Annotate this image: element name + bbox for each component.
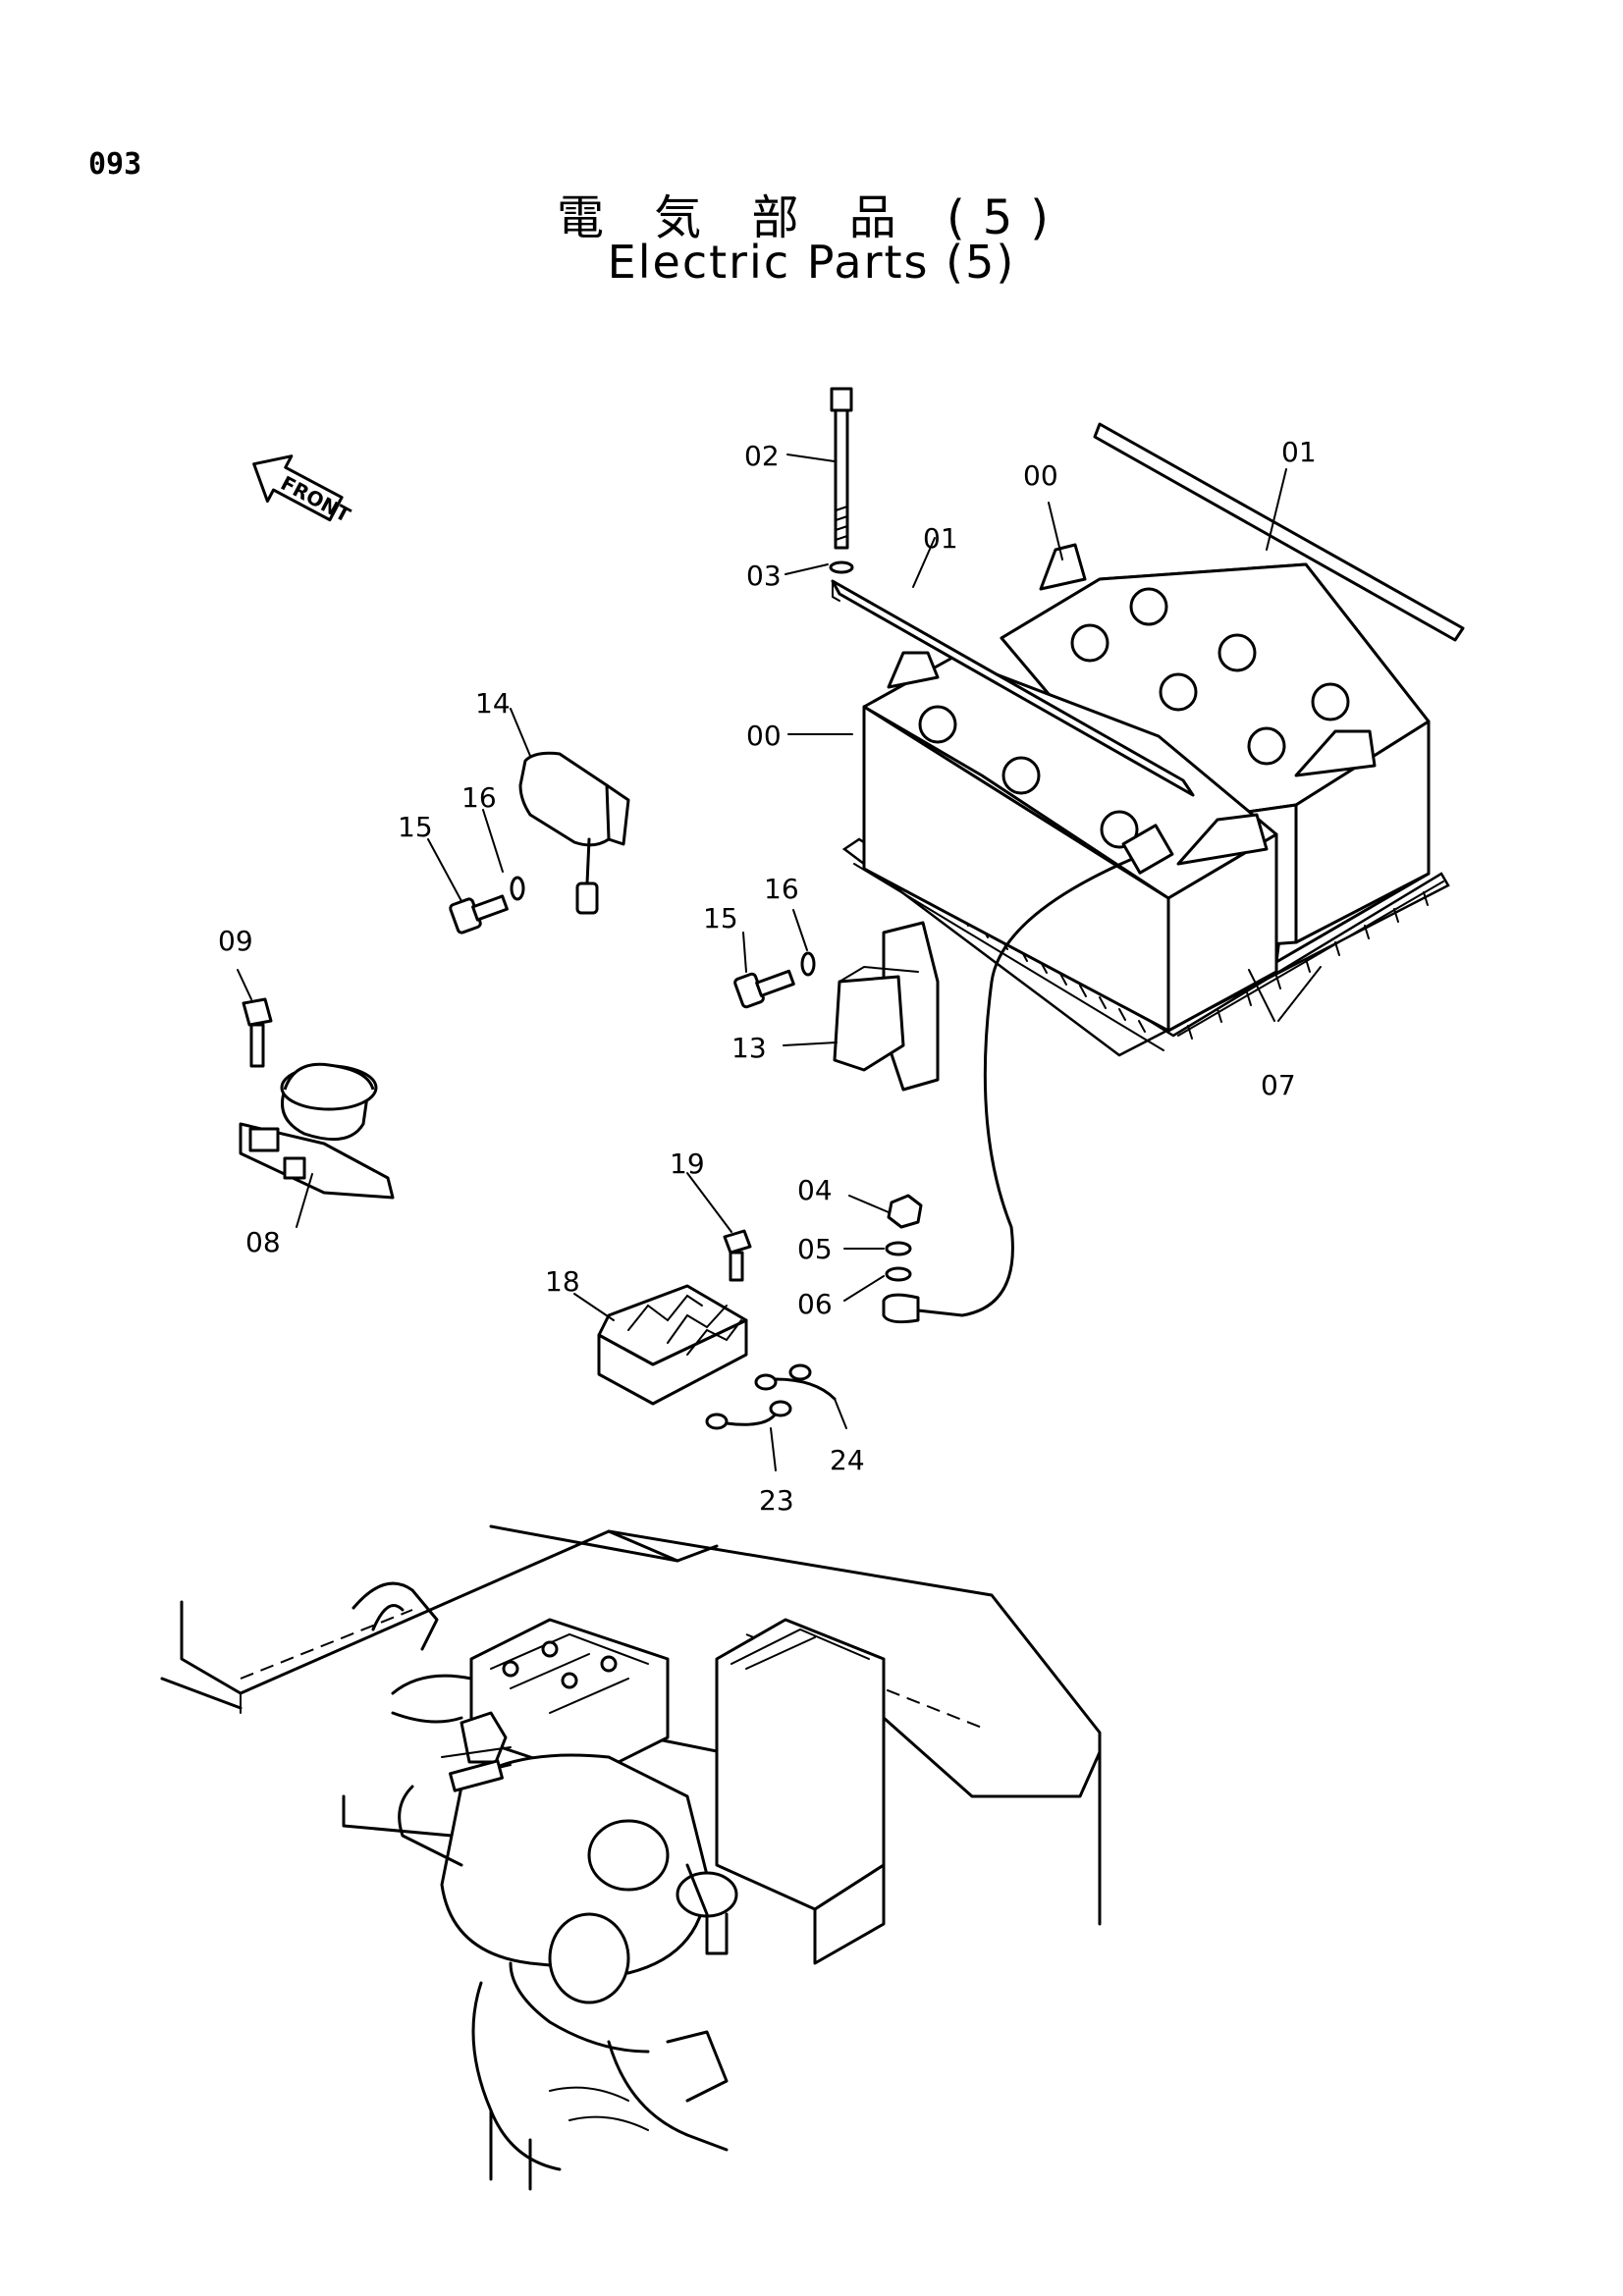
leader-lines (237, 454, 1322, 1471)
battery-front (862, 651, 1278, 1033)
spring-washer (885, 1241, 912, 1256)
relay-washer (800, 951, 816, 977)
callout-09: 09 (218, 925, 253, 957)
battery-hold-down-bar-front (831, 579, 1195, 797)
callout-24: 24 (830, 1444, 865, 1476)
callout-08: 08 (245, 1226, 281, 1258)
page-number: 093 (88, 147, 142, 182)
callout-15-lower: 15 (703, 902, 738, 934)
callout-00-front: 00 (746, 720, 782, 752)
relay (833, 921, 940, 1092)
callout-01-front: 01 (923, 522, 958, 555)
solenoid-valve (239, 1062, 395, 1200)
callout-04: 04 (797, 1174, 833, 1206)
page-title-japanese: 電 気 部 品 (5) (556, 190, 1067, 245)
cable-ring-terminal (882, 1293, 920, 1324)
callout-03: 03 (746, 560, 782, 592)
flasher-washer (510, 876, 525, 901)
flasher-unit (518, 751, 630, 915)
callout-16-upper: 16 (461, 781, 497, 814)
plain-washer (885, 1266, 912, 1282)
relay-bolt (733, 969, 795, 1009)
nut (887, 1194, 923, 1229)
callout-00-rear: 00 (1023, 459, 1058, 492)
machine-location-overview (160, 1524, 1102, 2191)
callout-05: 05 (797, 1233, 833, 1265)
callout-16-lower: 16 (764, 873, 799, 905)
callout-02: 02 (744, 440, 780, 472)
callout-13: 13 (731, 1032, 767, 1064)
battery-hold-down-bar-rear (1093, 422, 1465, 642)
callout-01-rear: 01 (1281, 436, 1317, 468)
callout-06: 06 (797, 1288, 833, 1320)
callout-labels: 02 03 01 00 01 00 07 14 16 15 16 15 13 0… (218, 436, 1317, 1517)
fuse-box (597, 1284, 748, 1406)
callout-14: 14 (475, 687, 511, 720)
battery-cable (916, 852, 1146, 1317)
jumper-wire-23 (705, 1400, 792, 1430)
front-arrow-icon: FRONT (252, 454, 354, 527)
fuse-box-screw (723, 1229, 752, 1282)
callout-07: 07 (1261, 1069, 1296, 1101)
washer (829, 561, 854, 574)
callout-23: 23 (759, 1484, 794, 1517)
long-bolt (830, 387, 853, 550)
cable-terminal-cover (1121, 824, 1174, 875)
jumper-wire-24 (754, 1363, 837, 1401)
flasher-bolt (449, 894, 509, 934)
page-title-english: Electric Parts (5) (607, 236, 1016, 289)
horn-bolt (242, 997, 273, 1068)
callout-18: 18 (545, 1265, 580, 1298)
callout-15-upper: 15 (398, 811, 433, 843)
callout-19: 19 (670, 1148, 705, 1180)
